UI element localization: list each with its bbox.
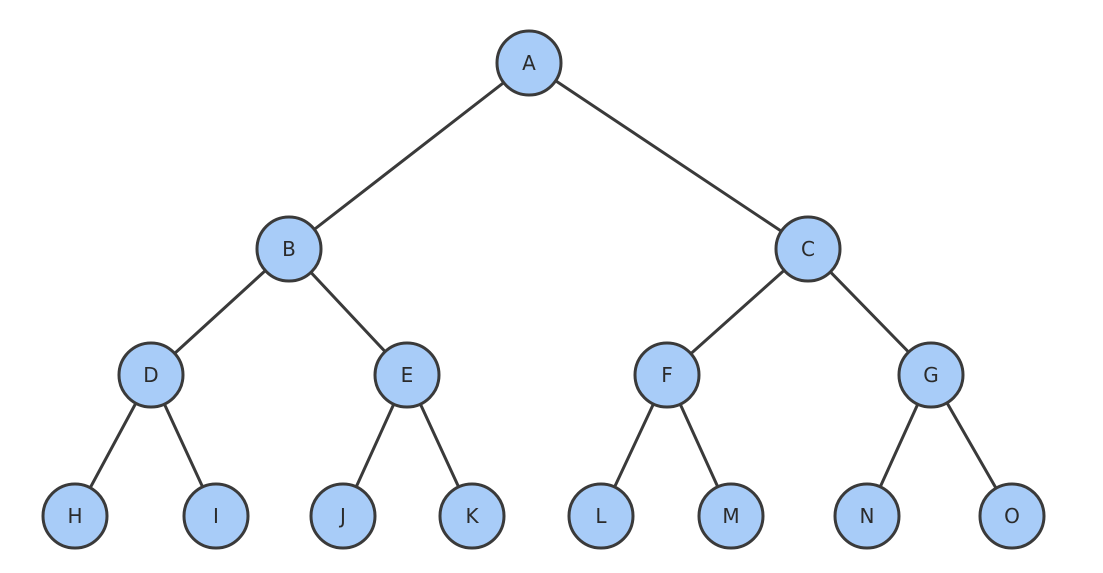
node-circle-g	[897, 341, 965, 409]
node-circle-e	[373, 341, 441, 409]
node-label-e: E	[401, 363, 414, 387]
node-circle-d	[117, 341, 185, 409]
node-label-l: L	[595, 504, 607, 528]
tree-node-b: B	[255, 215, 323, 283]
tree-node-e: E	[373, 341, 441, 409]
tree-node-h: H	[41, 482, 109, 550]
node-label-h: H	[67, 504, 82, 528]
node-circle-o	[978, 482, 1046, 550]
node-label-j: J	[338, 504, 346, 528]
node-circle-m	[697, 482, 765, 550]
node-label-a: A	[522, 51, 536, 75]
node-circle-k	[438, 482, 506, 550]
tree-node-o: O	[978, 482, 1046, 550]
tree-node-g: G	[897, 341, 965, 409]
node-circle-n	[833, 482, 901, 550]
tree-nodes: A B C D E F G H I J K L M N O	[41, 29, 1046, 550]
node-label-f: F	[661, 363, 673, 387]
node-circle-c	[774, 215, 842, 283]
tree-node-m: M	[697, 482, 765, 550]
node-label-o: O	[1004, 504, 1020, 528]
tree-node-i: I	[182, 482, 250, 550]
node-label-b: B	[282, 237, 296, 261]
node-label-k: K	[465, 504, 479, 528]
tree-node-a: A	[495, 29, 563, 97]
node-label-m: M	[722, 504, 739, 528]
tree-node-n: N	[833, 482, 901, 550]
node-circle-j	[309, 482, 377, 550]
tree-node-j: J	[309, 482, 377, 550]
tree-node-f: F	[633, 341, 701, 409]
node-label-i: I	[213, 504, 219, 528]
tree-edges	[73, 61, 1014, 518]
tree-node-c: C	[774, 215, 842, 283]
edge-a-c	[527, 61, 810, 251]
node-circle-a	[495, 29, 563, 97]
node-label-d: D	[143, 363, 158, 387]
tree-node-l: L	[567, 482, 635, 550]
node-circle-l	[567, 482, 635, 550]
tree-node-d: D	[117, 341, 185, 409]
node-circle-f	[633, 341, 701, 409]
node-label-c: C	[801, 237, 815, 261]
node-circle-h	[41, 482, 109, 550]
tree-node-k: K	[438, 482, 506, 550]
edge-a-b	[287, 61, 531, 251]
node-label-n: N	[860, 504, 875, 528]
node-label-g: G	[923, 363, 939, 387]
node-circle-i	[182, 482, 250, 550]
node-circle-b	[255, 215, 323, 283]
